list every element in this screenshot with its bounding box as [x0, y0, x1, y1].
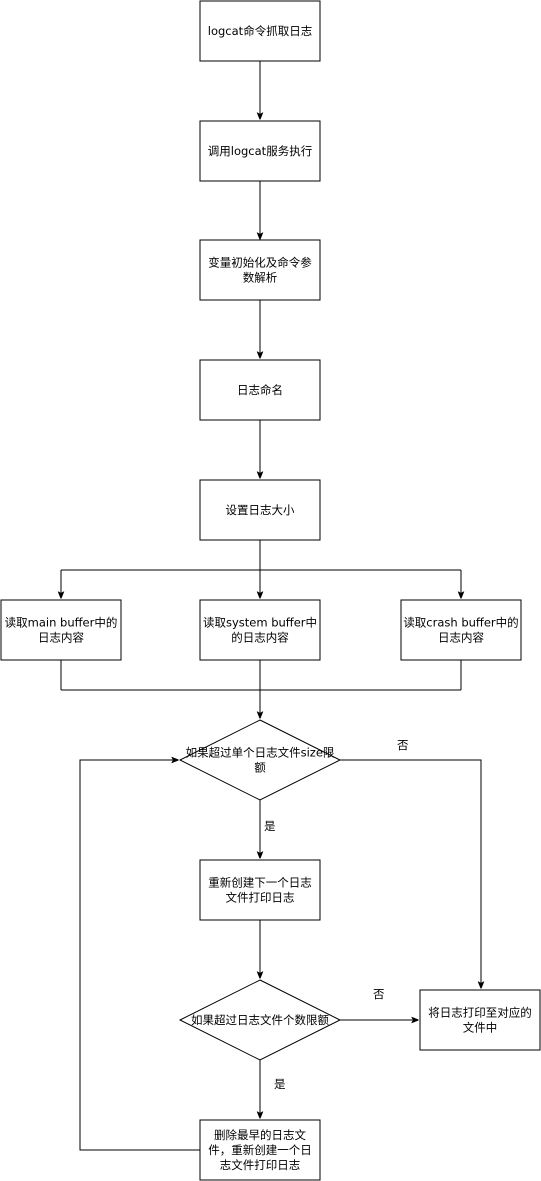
- node-label-line: 将日志打印至对应的: [428, 1006, 532, 1020]
- node-label-line: 文件中: [463, 1021, 498, 1035]
- node-log-naming: 日志命名: [199, 359, 321, 421]
- node-label: 读取system buffer中的日志内容: [203, 616, 317, 645]
- node-call-logcat-service: 调用logcat服务执行: [199, 120, 321, 182]
- node-label: 重新创建下一个日志文件打印日志: [208, 876, 312, 905]
- node-label: 将日志打印至对应的文件中: [428, 1006, 532, 1035]
- node-label: logcat命令抓取日志: [208, 24, 312, 38]
- node-read-main: 读取main buffer中的日志内容: [0, 599, 122, 661]
- node-check-count-limit: 如果超过日志文件个数限额: [178, 979, 342, 1061]
- node-check-size-limit: 如果超过单个日志文件size限额: [178, 719, 342, 801]
- node-label-line: 志文件打印日志: [220, 1158, 301, 1172]
- node-label-line: 数解析: [243, 271, 278, 285]
- edges: [61, 61, 481, 1151]
- node-label: 如果超过单个日志文件size限额: [186, 746, 335, 775]
- node-label: 删除最早的日志文件，重新创建一个日志文件打印日志: [208, 1128, 312, 1172]
- node-label: 日志命名: [237, 383, 283, 397]
- node-label-line: 读取system buffer中: [203, 616, 317, 630]
- node-label-line: 的日志内容: [231, 631, 289, 645]
- node-label-line: 件，重新创建一个日: [208, 1143, 312, 1157]
- node-label: 读取main buffer中的日志内容: [5, 616, 118, 645]
- node-label-line: 日志命名: [237, 383, 283, 397]
- node-label-line: 读取crash buffer中的: [403, 616, 518, 630]
- node-delete-oldest: 删除最早的日志文件，重新创建一个日志文件打印日志: [199, 1119, 321, 1181]
- node-label-line: 调用logcat服务执行: [208, 144, 312, 158]
- node-label-line: 重新创建下一个日志: [208, 876, 312, 890]
- edge-loop-back: [79, 760, 200, 1151]
- node-label-line: 文件打印日志: [226, 891, 295, 905]
- node-label-line: 删除最早的日志文: [214, 1128, 306, 1142]
- edge-size-no: [340, 759, 481, 988]
- node-label-line: 变量初始化及命令参: [208, 256, 312, 270]
- edge-label-count-no: 否: [373, 987, 385, 1001]
- node-print-to-file: 将日志打印至对应的文件中: [419, 989, 541, 1051]
- node-create-next-file: 重新创建下一个日志文件打印日志: [199, 859, 321, 921]
- node-label: 如果超过日志文件个数限额: [191, 1013, 329, 1027]
- node-read-system: 读取system buffer中的日志内容: [199, 599, 321, 661]
- node-label-line: 读取main buffer中的: [5, 616, 118, 630]
- node-label: 设置日志大小: [226, 503, 295, 517]
- node-label: 变量初始化及命令参数解析: [208, 256, 312, 285]
- node-logcat-capture: logcat命令抓取日志: [199, 0, 321, 62]
- edge-label-size-yes: 是: [264, 819, 276, 833]
- node-label: 读取crash buffer中的日志内容: [403, 616, 518, 645]
- node-read-crash: 读取crash buffer中的日志内容: [400, 599, 522, 661]
- node-set-log-size: 设置日志大小: [199, 479, 321, 541]
- node-label-line: 如果超过日志文件个数限额: [191, 1013, 329, 1027]
- node-label-line: 如果超过单个日志文件size限: [186, 746, 335, 760]
- node-init-parse: 变量初始化及命令参数解析: [199, 239, 321, 301]
- edge-label-count-yes: 是: [274, 1077, 286, 1091]
- node-label-line: 日志内容: [438, 631, 484, 645]
- node-label: 调用logcat服务执行: [208, 144, 312, 158]
- node-label-line: 额: [254, 761, 266, 775]
- node-label-line: logcat命令抓取日志: [208, 24, 312, 38]
- node-label-line: 设置日志大小: [226, 503, 295, 517]
- edge-label-size-no: 否: [397, 738, 409, 752]
- node-label-line: 日志内容: [38, 631, 84, 645]
- edge-labels: 否 是 否 是: [264, 738, 409, 1091]
